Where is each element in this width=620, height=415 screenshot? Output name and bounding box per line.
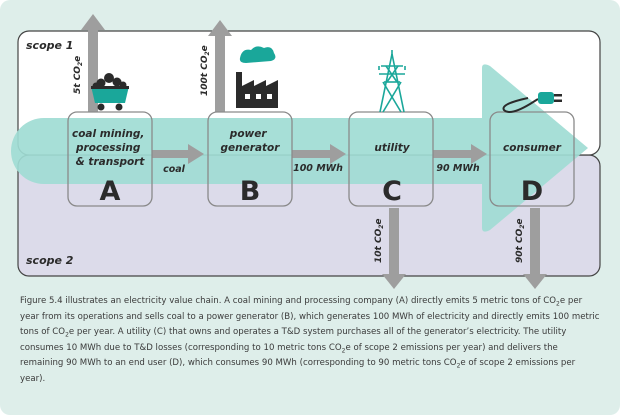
emission-arrow-b: [208, 20, 232, 112]
stage-box-d: [489, 111, 575, 207]
stage-c-letter: C: [382, 176, 402, 207]
scope1-label: scope 1: [26, 39, 73, 52]
factory-icon: [236, 46, 278, 108]
flow-label-coal: coal: [163, 164, 186, 175]
stage-d-name: consumer: [503, 142, 562, 154]
figure-caption: Figure 5.4 illustrates an electricity va…: [20, 296, 600, 384]
stage-box-a: [67, 111, 153, 207]
stage-box-b: [207, 111, 293, 207]
flow-label-90mwh: 90 MWh: [436, 163, 479, 174]
emission-label-c: 10t CO2e: [374, 218, 385, 263]
flow-arrow-coal: [152, 144, 204, 164]
flow-arrow-90mwh: [433, 144, 487, 164]
emission-label-d: 90t CO2e: [515, 218, 526, 263]
stage-c-name: utility: [374, 142, 410, 154]
value-chain-diagram: scope 1 scope 2: [11, 14, 601, 289]
emission-arrow-d: [523, 208, 547, 289]
stage-box-c: [348, 111, 434, 207]
flow-arrow-100mwh: [292, 144, 346, 164]
transmission-tower-icon: [378, 50, 406, 113]
emission-label-b: 100t CO2e: [200, 45, 211, 96]
stage-b-letter: B: [240, 176, 261, 207]
stage-d-letter: D: [521, 176, 543, 207]
stage-a-name: coal mining, processing & transport: [72, 128, 148, 168]
electric-plug-icon: [502, 92, 562, 113]
coal-cart-icon: [91, 73, 129, 111]
scope2-label: scope 2: [26, 254, 74, 267]
value-chain-band: [11, 64, 588, 232]
flow-label-100mwh: 100 MWh: [293, 163, 343, 174]
stage-a-letter: A: [100, 176, 121, 207]
stage-b-name: power generator: [221, 128, 281, 154]
emission-label-a: 5t CO2e: [73, 56, 84, 94]
emission-arrow-a: [81, 14, 105, 112]
emission-arrow-c: [382, 208, 406, 289]
